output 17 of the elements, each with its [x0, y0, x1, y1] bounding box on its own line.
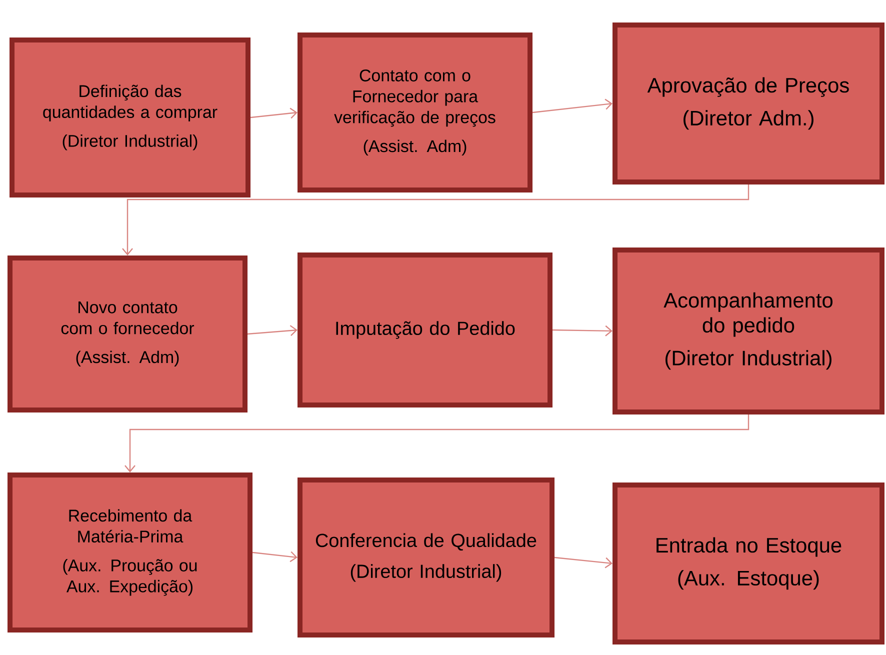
- process-box: Aprovação de Preços (Diretor Adm.): [612, 22, 884, 184]
- process-box: Acompanhamento do pedido (Diretor Industrial): [612, 247, 884, 414]
- process-box: Entrada no Estoque (Aux. Estoque): [612, 482, 884, 644]
- process-box: Contato com o Fornecedor para verificação de preços (Assist. Adm): [298, 32, 532, 192]
- arrow: [532, 98, 612, 114]
- arrow: [247, 325, 298, 336]
- process-box: Definição das quantidades a comprar (Diretor Industrial): [10, 38, 250, 198]
- process-box: Recebimento da Matéria-Prima (Aux. Proução ou Aux. Expedição): [8, 472, 252, 632]
- process-box: Conferencia de Qualidade (Diretor Industrial): [298, 477, 554, 638]
- arrow: [122, 184, 750, 256]
- process-box: Imputação do Pedido: [298, 252, 552, 408]
- arrow: [250, 108, 298, 119]
- arrow: [552, 325, 612, 336]
- arrow: [554, 556, 612, 568]
- arrow: [252, 551, 298, 562]
- process-box: Novo contato com o fornecedor (Assist. Adm): [8, 255, 248, 412]
- arrow: [124, 414, 750, 472]
